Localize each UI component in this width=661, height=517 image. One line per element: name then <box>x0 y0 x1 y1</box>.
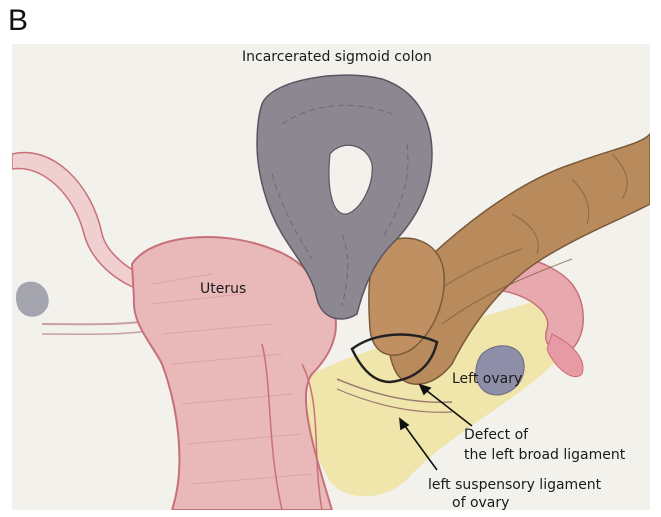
ovary-label: Left ovary <box>452 370 522 388</box>
colon-label: Incarcerated sigmoid colon <box>242 48 432 66</box>
uterus-label: Uterus <box>200 280 246 298</box>
defect-label-line2: the left broad ligament <box>464 446 625 464</box>
anatomical-illustration: Incarcerated sigmoid colon Uterus Left o… <box>12 44 650 510</box>
illustration-canvas <box>12 44 650 510</box>
suspensory-label-line1: left suspensory ligament <box>428 476 601 494</box>
defect-label-line1: Defect of <box>464 426 528 444</box>
panel-letter: B <box>8 4 28 38</box>
suspensory-label-line2: of ovary <box>452 494 509 510</box>
